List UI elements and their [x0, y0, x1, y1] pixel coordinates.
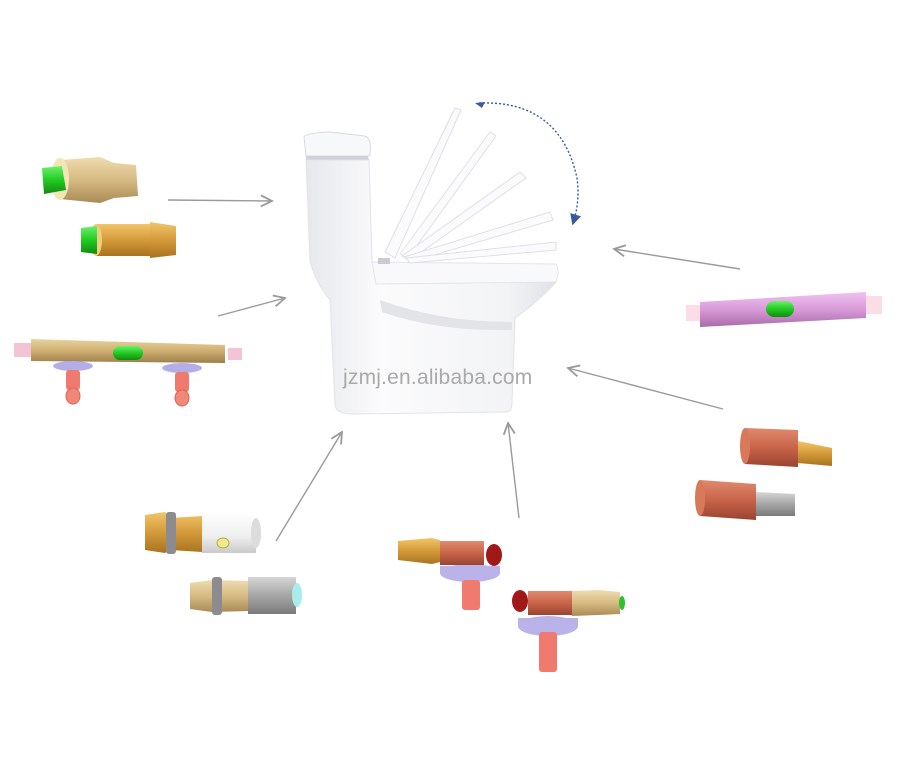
watermark-text: jzmj.en.alibaba.com — [343, 366, 533, 389]
hinge-rod-right — [686, 292, 882, 327]
damper-pair-right — [695, 428, 832, 520]
arrow-bottom-left — [275, 432, 342, 542]
damper-pair-bottom-left — [145, 512, 302, 615]
arrow-right-bottom — [568, 368, 724, 410]
hinge-assembly-bottom — [398, 538, 625, 672]
arrow-right-top — [614, 249, 741, 270]
arrow-bottom-center — [508, 423, 520, 519]
arrow-top-left — [167, 200, 272, 201]
toilet-illustration — [303, 102, 581, 415]
arrow-mid-left — [217, 298, 285, 317]
connector-arrows — [167, 200, 741, 542]
damper-pair-top-left — [42, 157, 176, 258]
hinge-rod-left — [14, 339, 242, 407]
